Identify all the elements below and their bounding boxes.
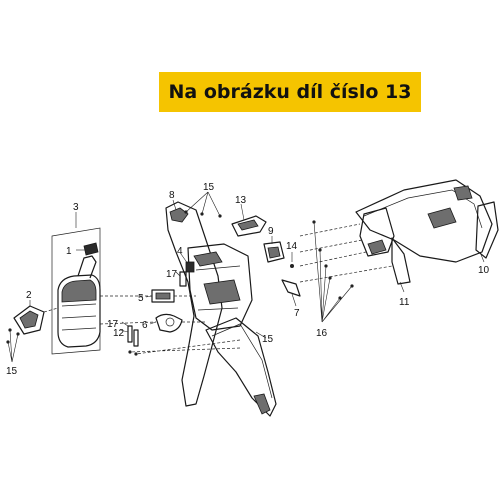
leader-lines [7,191,485,363]
fastener-axes [6,210,393,355]
part-2-clip [13,305,45,335]
callout-3: 3 [73,202,79,213]
part-number-banner: Na obrázku díl číslo 13 [159,72,421,112]
callout-2: 2 [26,290,32,301]
callout-9: 9 [268,226,274,237]
banner-text: Na obrázku díl číslo 13 [168,81,412,103]
callout-8: 8 [169,190,175,201]
callout-6: 6 [142,320,148,331]
callout-12: 12 [113,328,125,339]
callout-17-lower: 17 [107,319,119,330]
part-11-mount-bracket [359,207,411,285]
callout-7: 7 [294,308,300,319]
part-8-inner-cover [165,201,253,407]
callout-labels: 1 2 3 15 8 15 13 9 14 17 4 5 17 12 6 7 1… [6,182,490,377]
callout-1: 1 [66,246,72,257]
small-hardware [127,271,187,356]
callout-10: 10 [478,265,490,276]
callout-4: 4 [177,246,183,257]
callout-14: 14 [286,241,298,252]
callout-15-left: 15 [6,366,18,377]
part-10-dash-panel [355,179,499,263]
callout-15-lower: 15 [262,334,274,345]
lower-side-panel [205,317,277,417]
callout-13: 13 [235,195,247,206]
callout-17-upper: 17 [166,269,178,280]
callout-16: 16 [316,328,328,339]
part-3-reservoir-assembly [51,227,101,355]
part-7-bracket [281,279,301,297]
part-9-small-cover [263,241,294,268]
callout-15-top: 15 [203,182,215,193]
callout-11: 11 [399,297,410,308]
part-13-trim-piece [231,215,267,237]
callout-5: 5 [138,293,144,304]
